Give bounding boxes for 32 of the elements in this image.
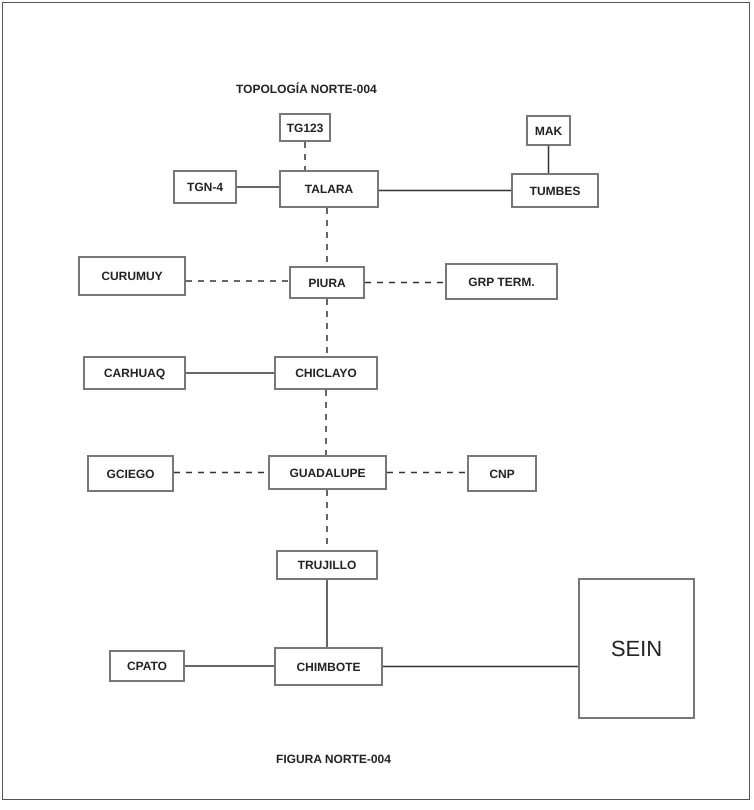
station-box: TGN-4	[173, 170, 237, 204]
figure-caption: FIGURA NORTE-004	[276, 751, 391, 768]
connector-line	[379, 190, 511, 192]
connector-line	[387, 472, 467, 474]
connector-line	[326, 580, 328, 647]
connector-line	[186, 372, 274, 374]
station-box: CPATO	[109, 650, 185, 682]
connector-line	[186, 280, 289, 282]
station-box: PIURA	[289, 266, 365, 299]
station-box: CHICLAYO	[274, 356, 378, 390]
connector-line	[365, 282, 445, 284]
station-box: CARHUAQ	[83, 356, 186, 390]
station-box: TRUJILLO	[276, 550, 378, 580]
station-box: CNP	[467, 455, 537, 492]
station-box: TUMBES	[511, 173, 599, 208]
connector-line	[326, 299, 328, 356]
station-box: MAK	[526, 115, 571, 146]
connector-line	[185, 665, 274, 667]
station-box: GRP TERM.	[445, 263, 558, 300]
station-box: GCIEGO	[87, 455, 174, 492]
connector-line	[548, 146, 550, 173]
station-box: GUADALUPE	[268, 455, 387, 490]
station-box: CURUMUY	[78, 256, 186, 296]
diagram-title: TOPOLOGÍA NORTE-004	[236, 81, 377, 98]
station-box: TG123	[279, 113, 331, 142]
connector-line	[383, 666, 578, 668]
connector-line	[237, 186, 279, 188]
connector-line	[304, 142, 306, 170]
station-box: CHIMBOTE	[274, 647, 383, 686]
station-box: TALARA	[279, 170, 379, 208]
connector-line	[325, 390, 327, 455]
station-box: SEIN	[578, 578, 695, 719]
